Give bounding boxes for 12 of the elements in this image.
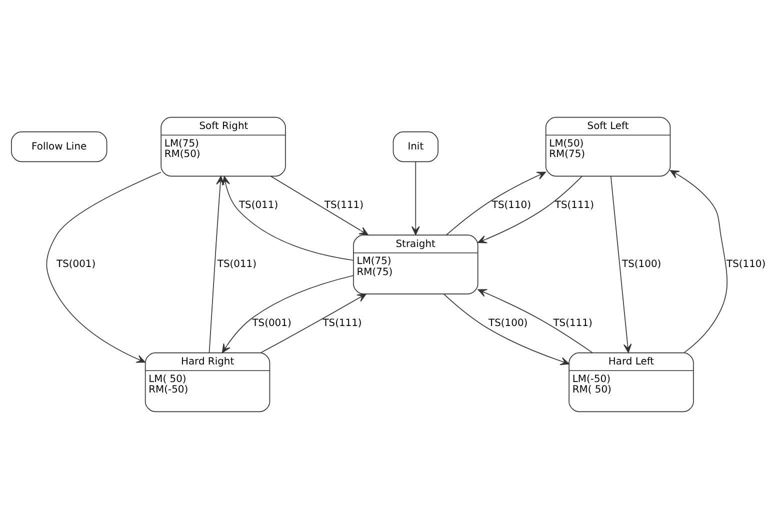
edge-label: TS(111)	[322, 318, 362, 329]
edge-label: TS(111)	[553, 318, 592, 329]
edge-label: TS(111)	[554, 200, 594, 212]
edge-label: TS(011)	[238, 200, 278, 212]
edge-label: TS(001)	[56, 259, 96, 270]
edge-label: TS(100)	[622, 259, 662, 270]
edge-label: TS(110)	[492, 200, 531, 212]
edge-label: TS(110)	[726, 259, 766, 270]
edge-label: TS(111)	[324, 200, 364, 212]
edge-label: TS(011)	[217, 259, 257, 270]
edge-label: TS(100)	[488, 318, 528, 329]
edge-label: TS(001)	[252, 318, 292, 329]
